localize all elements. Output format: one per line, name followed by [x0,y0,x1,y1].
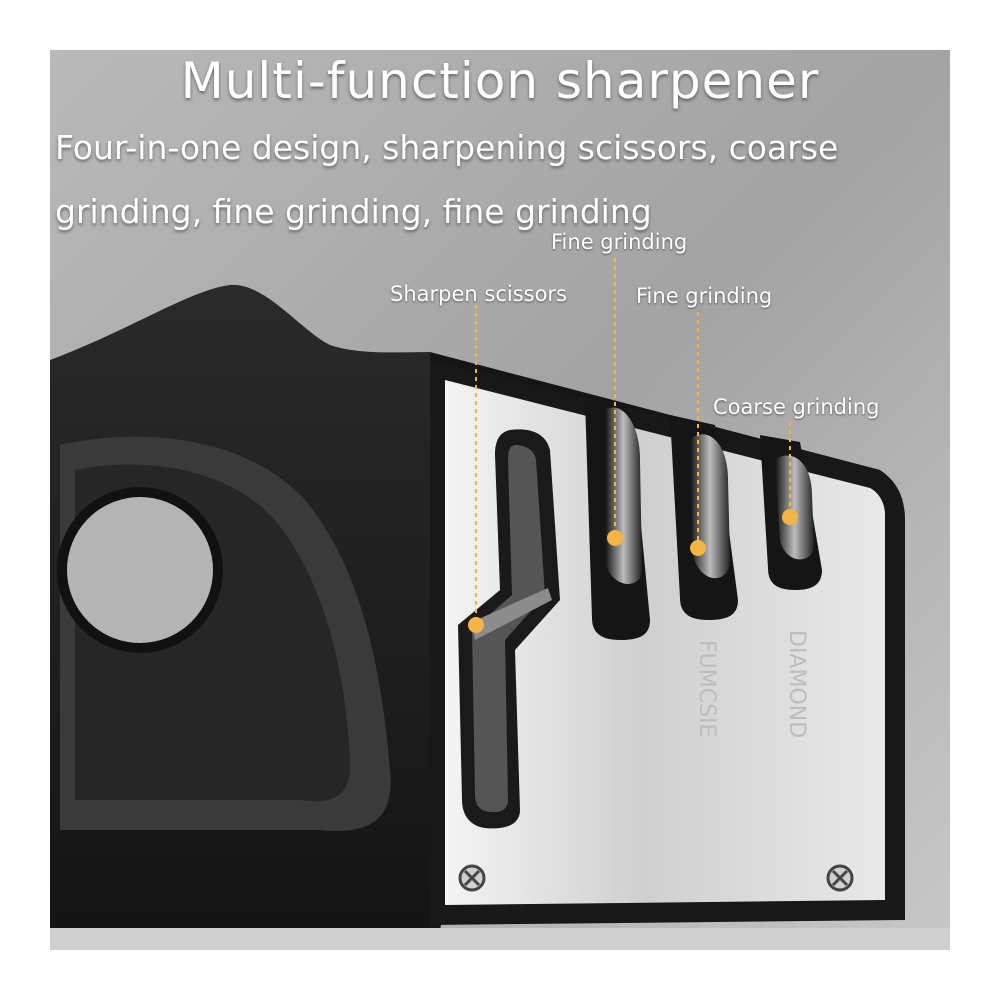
subheadline: Four-in-one design, sharpening scissors,… [55,128,839,231]
marker-scissors [468,617,484,633]
screw-left [458,864,486,892]
headline: Multi-function sharpener [180,52,820,110]
callout-fine-grinding-2: Fine grinding [636,284,773,308]
fine-slot-1-rods [605,407,642,584]
hanging-hole-rim [57,487,223,653]
scissor-slot-inner [472,445,545,813]
marker-fine-2 [690,540,706,556]
plate-mark-diamond: DIAMOND [784,630,809,738]
bottom-shadow [50,928,950,950]
hanging-hole [62,492,218,648]
coarse-slot-rods [775,455,814,560]
callout-fine-grinding-1: Fine grinding [551,230,688,254]
callout-coarse-grinding: Coarse grinding [713,395,880,419]
scissor-stone [472,588,552,640]
screw-right [826,864,854,892]
marker-fine-1 [607,530,623,546]
fine-slot-2-rods [690,434,730,579]
marker-coarse [782,509,798,525]
plate-mark-brand: FUMCSIE [694,640,719,737]
callout-sharpen-scissors: Sharpen scissors [390,282,568,306]
